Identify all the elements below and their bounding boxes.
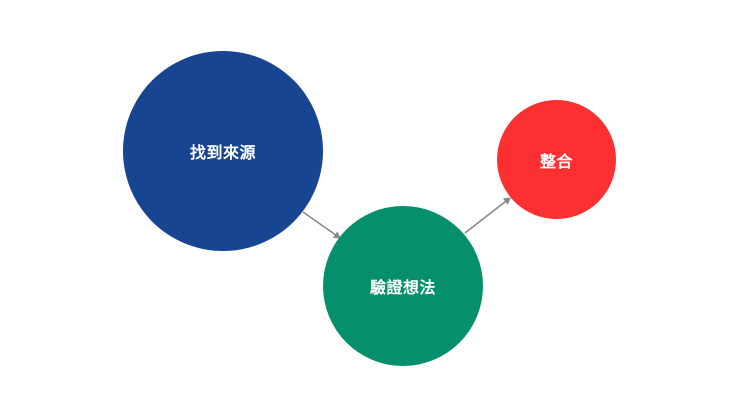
node-label: 找到來源	[189, 143, 256, 162]
arrow-find-to-verify	[302, 211, 341, 239]
node-label: 整合	[539, 151, 573, 171]
node-find-sources: 找到來源	[123, 51, 323, 251]
node-integrate: 整合	[497, 100, 616, 219]
node-label: 驗證想法	[369, 278, 436, 297]
node-verify-ideas: 驗證想法	[323, 206, 483, 366]
arrow-verify-to-integrate	[464, 197, 511, 234]
